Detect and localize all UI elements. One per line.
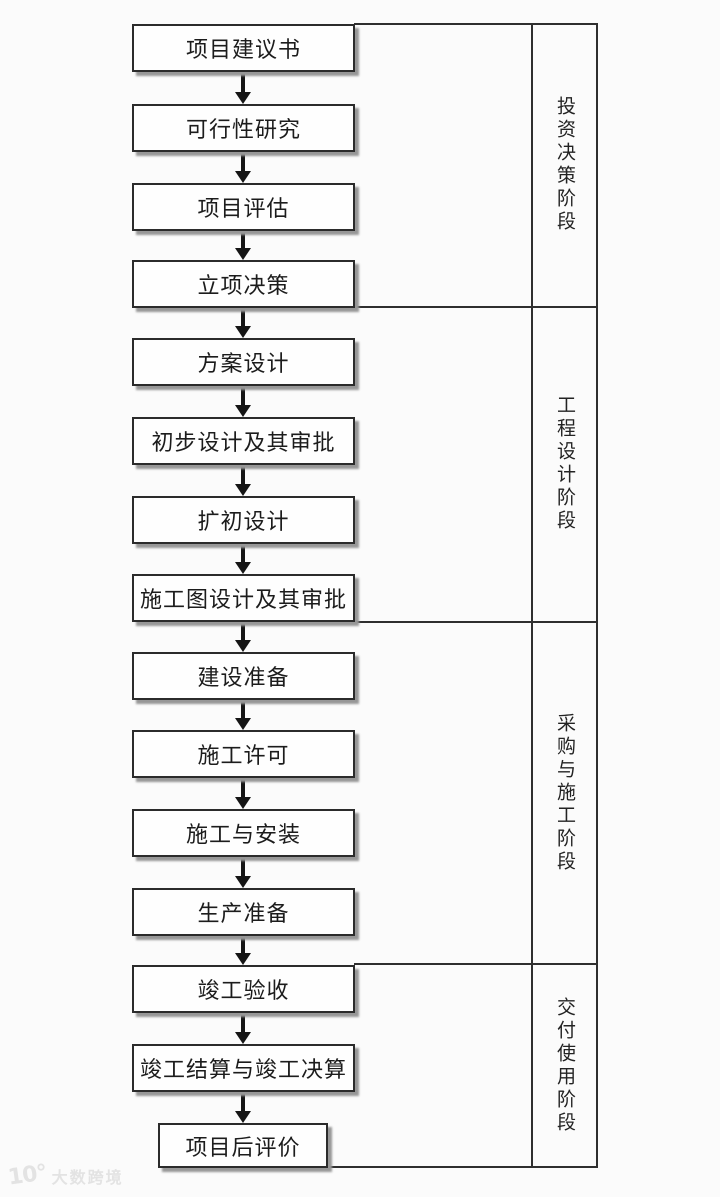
watermark-logo-icon: 10° [6,1160,49,1191]
stage-divider-line-2 [354,621,598,623]
flow-box-post-project-evaluation: 项目后评价 [158,1123,328,1168]
flow-box-scheme-design: 方案设计 [132,338,355,386]
stage-label-engineering-design: 工程设计阶段 [554,395,575,533]
arrow-down-icon [235,308,251,338]
flow-box-expanded-preliminary-design: 扩初设计 [132,496,355,544]
stage-divider-line-top [354,23,598,25]
stage-column-right-line [596,23,598,1168]
arrow-down-icon [235,778,251,809]
stage-label-procurement-construction: 采购与施工阶段 [554,712,575,874]
flow-box-project-approval-decision: 立项决策 [132,260,355,308]
stage-column-left-line [531,23,533,1168]
watermark: 10° 大数跨境 [6,1160,124,1191]
arrow-down-icon [235,152,251,183]
arrow-down-icon [235,544,251,574]
stage-label-delivery-use: 交付使用阶段 [554,997,575,1135]
arrow-down-icon [235,700,251,730]
flow-box-preliminary-design-approval: 初步设计及其审批 [132,417,355,465]
arrow-down-icon [235,72,251,104]
stage-divider-line-3 [354,963,598,965]
stage-divider-line-1 [354,306,598,308]
arrow-down-icon [235,936,251,965]
arrow-down-icon [235,465,251,496]
arrow-down-icon [235,1013,251,1044]
flow-box-feasibility-study: 可行性研究 [132,104,355,152]
arrow-down-icon [235,1092,251,1123]
flow-box-project-evaluation: 项目评估 [132,183,355,231]
stage-divider-line-bottom [327,1166,598,1168]
flow-box-project-proposal: 项目建议书 [132,24,355,72]
stage-label-investment-decision: 投资决策阶段 [554,96,575,234]
flow-box-construction-permit: 施工许可 [132,730,355,778]
arrow-down-icon [235,622,251,652]
arrow-down-icon [235,857,251,888]
flow-box-completion-settlement-accounts: 竣工结算与竣工决算 [132,1044,355,1092]
flow-box-production-preparation: 生产准备 [132,888,355,936]
flow-box-construction-drawing-approval: 施工图设计及其审批 [132,574,355,622]
arrow-down-icon [235,231,251,260]
flow-box-completion-acceptance: 竣工验收 [132,965,355,1013]
flow-box-construction-preparation: 建设准备 [132,652,355,700]
watermark-text: 大数跨境 [51,1167,124,1187]
flow-box-construction-and-installation: 施工与安装 [132,809,355,857]
arrow-down-icon [235,386,251,417]
